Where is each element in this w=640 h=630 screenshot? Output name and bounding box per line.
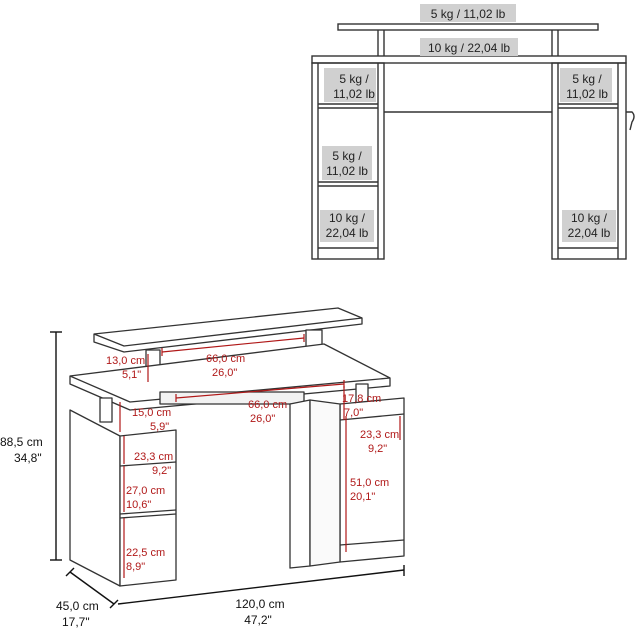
right-gap-cm: 17,8 cm bbox=[342, 393, 381, 405]
desktop-edge bbox=[69, 375, 391, 403]
desktop-load: 10 kg / 22,04 lb bbox=[428, 41, 510, 55]
hutch-width-cm: 66,0 cm bbox=[206, 353, 245, 365]
left-shelf-b bbox=[119, 513, 177, 519]
desktop-top bbox=[69, 343, 391, 411]
left-mid-load-1: 5 kg / bbox=[332, 149, 362, 163]
left-shelf-2-cm: 27,0 cm bbox=[126, 485, 165, 497]
inner-dimension-texts: 13,0 cm 5,1" 66,0 cm 26,0" 15,0 cm 5,9" … bbox=[106, 353, 399, 573]
right-riser-load-2: 11,02 lb bbox=[566, 87, 608, 101]
right-riser-load-1: 5 kg / bbox=[572, 72, 602, 86]
height-in: 34,8" bbox=[14, 451, 42, 465]
desk-gap-cm: 15,0 cm bbox=[132, 407, 171, 419]
left-mid-load-box bbox=[322, 146, 372, 180]
right-pedestal-side bbox=[309, 399, 341, 567]
depth-in: 17,7" bbox=[62, 615, 90, 629]
right-shelf-a bbox=[339, 413, 405, 421]
left-pedestal bbox=[311, 62, 385, 260]
depth-cm: 45,0 cm bbox=[56, 599, 99, 613]
riser-height-cm: 13,0 cm bbox=[106, 355, 145, 367]
left-riser-load-2: 11,02 lb bbox=[333, 87, 375, 101]
right-riser-load-box bbox=[560, 68, 612, 102]
inner-dimension-lines bbox=[119, 334, 401, 578]
desktop-load-box bbox=[420, 38, 518, 56]
riser-height-in: 5,1" bbox=[122, 369, 141, 381]
top-shelf-load-box bbox=[420, 4, 516, 22]
left-bottom-load-2: 22,04 lb bbox=[326, 226, 369, 240]
left-mid-load-2: 11,02 lb bbox=[326, 164, 368, 178]
left-shelf-3-in: 8,9" bbox=[126, 561, 145, 573]
left-bottom-load-1: 10 kg / bbox=[329, 211, 366, 225]
right-gap-in: 7,0" bbox=[344, 407, 363, 419]
right-shelf-1-in: 9,2" bbox=[368, 443, 387, 455]
hutch-width-in: 26,0" bbox=[212, 367, 237, 379]
width-in: 47,2" bbox=[244, 613, 272, 627]
left-shelf-1-cm: 23,3 cm bbox=[134, 451, 173, 463]
right-shelf-1-cm: 23,3 cm bbox=[360, 429, 399, 441]
desk-support-left bbox=[99, 397, 113, 423]
left-shelf-2-in: 10,6" bbox=[126, 499, 151, 511]
outer-dimension-lines bbox=[50, 331, 405, 609]
left-shelf-3-cm: 22,5 cm bbox=[126, 547, 165, 559]
right-shelf-2-cm: 51,0 cm bbox=[350, 477, 389, 489]
right-bottom-load-2: 22,04 lb bbox=[568, 226, 611, 240]
desktop bbox=[311, 55, 627, 64]
left-shelf-c bbox=[119, 461, 177, 467]
top-shelf bbox=[337, 23, 599, 31]
load-labels: 5 kg / 11,02 lb 10 kg / 22,04 lb 5 kg / … bbox=[320, 4, 616, 242]
left-riser-load-1: 5 kg / bbox=[339, 72, 369, 86]
left-shelf-1-in: 9,2" bbox=[152, 465, 171, 477]
width-cm: 120,0 cm bbox=[235, 597, 284, 611]
desk-isometric bbox=[69, 307, 405, 587]
knee-width-in: 26,0" bbox=[250, 413, 275, 425]
knee-panel bbox=[289, 399, 311, 569]
back-panel bbox=[159, 391, 305, 405]
left-bottom-load-box bbox=[320, 210, 374, 242]
left-pedestal-side bbox=[69, 409, 121, 587]
left-pedestal-front bbox=[119, 429, 177, 587]
desk-gap-in: 5,9" bbox=[150, 421, 169, 433]
right-bottom-load-1: 10 kg / bbox=[571, 211, 608, 225]
right-shelf-b bbox=[339, 539, 405, 546]
left-riser-load-box bbox=[324, 68, 376, 102]
hook bbox=[626, 111, 635, 131]
height-cm: 88,5 cm bbox=[0, 435, 43, 449]
top-shelf-load: 5 kg / 11,02 lb bbox=[431, 7, 506, 21]
hutch-shelf-front bbox=[93, 317, 363, 347]
right-bottom-load-box bbox=[562, 210, 616, 242]
right-shelf-2-in: 20,1" bbox=[350, 491, 375, 503]
outer-dimension-texts: 88,5 cm 34,8" 45,0 cm 17,7" 120,0 cm 47,… bbox=[0, 435, 285, 629]
right-pedestal bbox=[551, 62, 627, 260]
left-shelf-a bbox=[119, 509, 177, 515]
knee-width-cm: 66,0 cm bbox=[248, 399, 287, 411]
load-capacity-view bbox=[311, 23, 635, 260]
